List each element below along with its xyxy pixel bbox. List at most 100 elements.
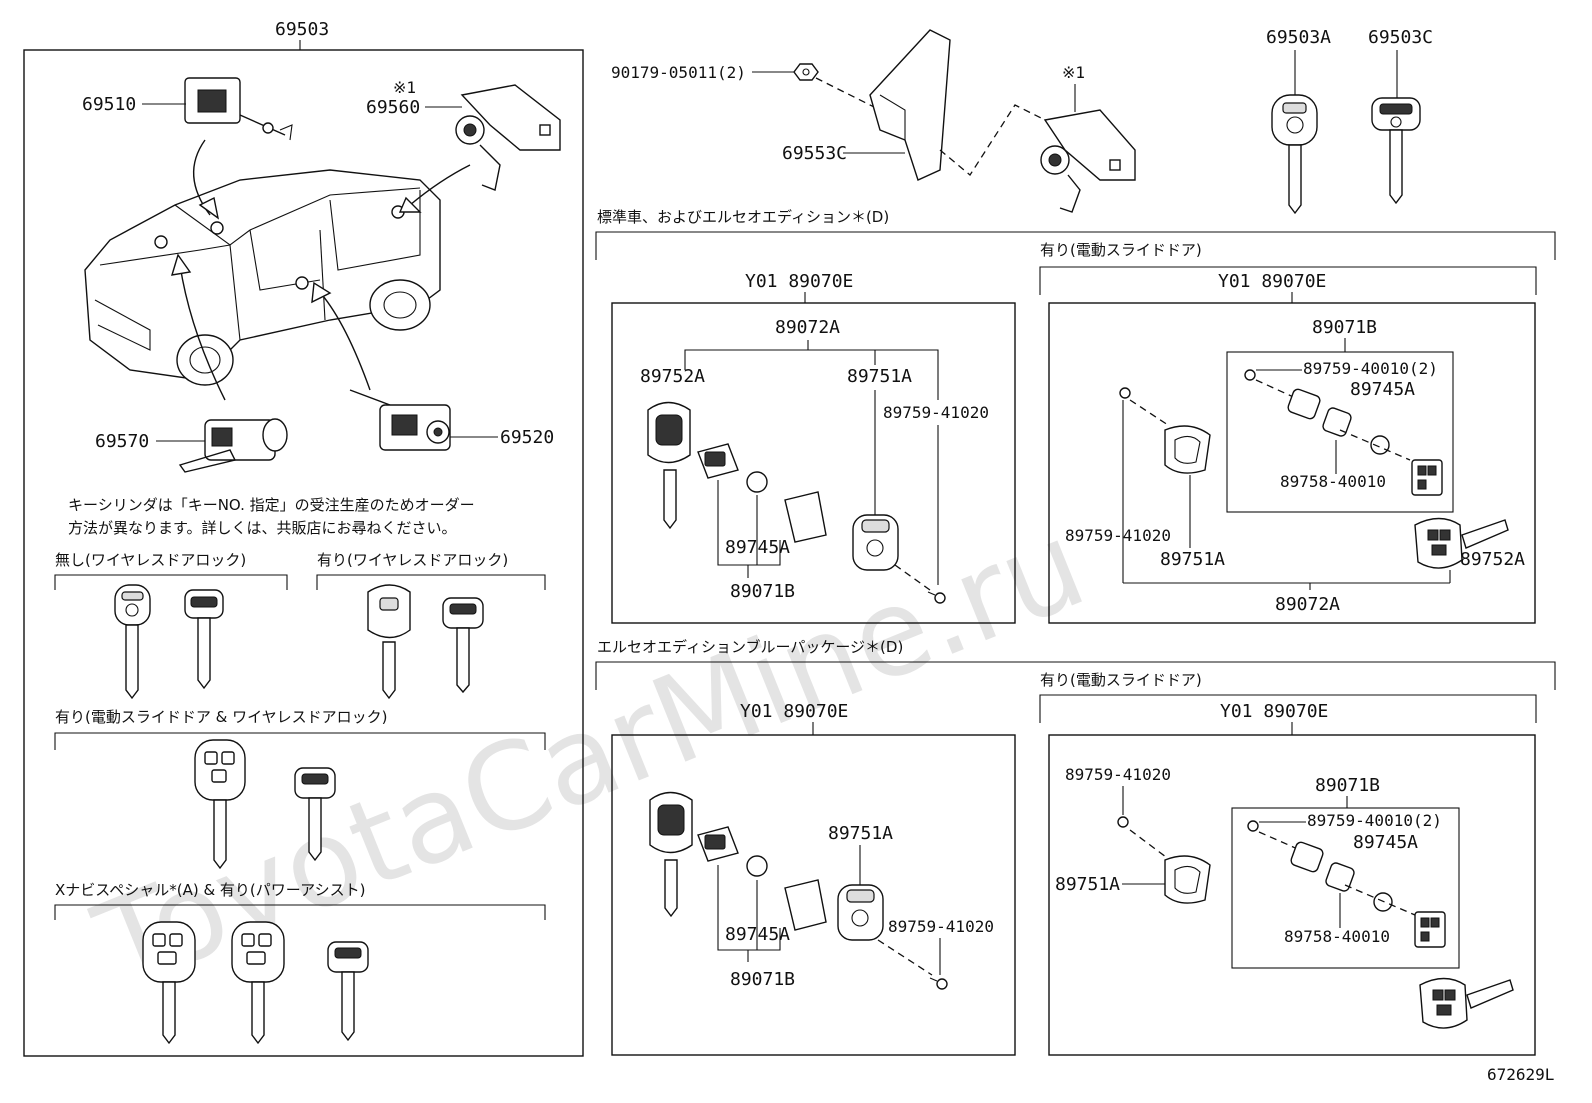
std-left-89759-41020: 89759-41020 <box>883 403 989 422</box>
blue-right-89071b: 89071B <box>1315 775 1380 796</box>
blue-left-board <box>697 826 739 862</box>
std-left-key-blank <box>647 401 691 530</box>
key-remote-head <box>367 584 411 700</box>
label-69510: 69510 <box>82 94 136 115</box>
van-illustration <box>84 139 471 401</box>
std-left-board <box>697 443 739 479</box>
std-right-89759-40010: 89759-40010(2) <box>1303 359 1438 378</box>
label-69520: 69520 <box>500 427 554 448</box>
blue-right-cover <box>1164 855 1211 904</box>
label-69560: 69560 <box>366 97 420 118</box>
std-right-89751a: 89751A <box>1160 549 1225 570</box>
key-69503c <box>1371 97 1421 205</box>
section-power-slide-wireless: 有り(電動スライドドア & ワイヤレスドアロック) <box>55 708 388 726</box>
note-line-1: キーシリンダは「キーNO. 指定」の受注生産のためオーダー <box>68 496 475 514</box>
blue-sub-header: 有り(電動スライドドア) <box>1040 671 1202 689</box>
std-left-89072a: 89072A <box>775 317 840 338</box>
key-plain-5 <box>327 941 369 1042</box>
left-group: 69503 <box>23 19 584 1057</box>
back-door-cylinder-top <box>1040 109 1136 213</box>
blue-left-screw <box>929 977 948 990</box>
blue-section: エルセオエディションブルーパッケージ＊(D) 有り(電動スライドドア) Y01 … <box>595 638 1556 1056</box>
std-right-small-screw <box>1244 369 1256 381</box>
door-lock-cylinder-front <box>184 77 293 141</box>
blue-right-battery <box>1373 892 1393 912</box>
label-69503c: 69503C <box>1368 27 1433 48</box>
key-3-button <box>194 739 246 870</box>
std-right-inner-box <box>1226 351 1454 513</box>
blue-left-cover-piece <box>784 879 827 931</box>
blue-left-battery <box>746 855 768 877</box>
blue-right-key-blank <box>1419 977 1514 1029</box>
std-right-screw <box>1119 387 1131 399</box>
key-4-button-1 <box>142 921 196 1045</box>
std-right-89758-40010: 89758-40010 <box>1280 472 1386 491</box>
label-mark-1-top: ※1 <box>1062 63 1085 82</box>
bracket-69553c <box>869 29 951 181</box>
key-plain-1 <box>114 584 151 700</box>
nut-icon <box>793 63 819 81</box>
door-lock-cylinder-rh <box>349 389 451 451</box>
std-left-box-title: Y01 89070E <box>745 271 853 292</box>
std-right-89759-41020: 89759-41020 <box>1065 526 1171 545</box>
std-left-cover-piece <box>784 491 827 543</box>
label-69570: 69570 <box>95 431 149 452</box>
std-right-key-blank <box>1414 517 1509 569</box>
standard-sub-header: 有り(電動スライドドア) <box>1040 241 1202 259</box>
std-left-89751a: 89751A <box>847 366 912 387</box>
key-69503a <box>1271 94 1318 215</box>
blue-right-89751a: 89751A <box>1055 874 1120 895</box>
blue-right-box-title: Y01 89070E <box>1220 701 1328 722</box>
std-right-cover <box>1164 425 1211 474</box>
label-69503: 69503 <box>275 19 329 40</box>
blue-right-screw <box>1117 816 1129 828</box>
blue-left-box-title: Y01 89070E <box>740 701 848 722</box>
label-69553c: 69553C <box>782 143 847 164</box>
section-with-wireless: 有り(ワイヤレスドアロック) <box>317 551 508 569</box>
ignition-cylinder <box>178 418 288 473</box>
label-90179-05011: 90179-05011(2) <box>611 63 746 82</box>
blue-section-header: エルセオエディションブルーパッケージ＊(D) <box>597 638 903 656</box>
blue-left-89071b: 89071B <box>730 969 795 990</box>
std-right-cap <box>1287 388 1321 420</box>
standard-section: 標準車、およびエルセオエディション＊(D) 有り(電動スライドドア) Y01 8… <box>595 208 1556 624</box>
top-right-group: 90179-05011(2) 69553C ※1 69503A 6950 <box>611 27 1433 215</box>
blue-left-remote-cover <box>837 884 884 941</box>
std-right-89745a: 89745A <box>1350 379 1415 400</box>
blue-right-gasket <box>1325 862 1355 892</box>
std-left-89071b: 89071B <box>730 581 795 602</box>
key-plain-2 <box>184 589 224 690</box>
blue-left-89745a: 89745A <box>725 924 790 945</box>
blue-right-89759-40010: 89759-40010(2) <box>1307 811 1442 830</box>
blue-right-small-screw <box>1247 820 1259 832</box>
note-line-2: 方法が異なります。詳しくは、共販店にお尋ねください。 <box>68 519 457 537</box>
diagram-code: 672629L <box>1487 1065 1554 1084</box>
std-right-gasket <box>1322 407 1352 437</box>
back-door-cylinder <box>455 84 561 191</box>
std-right-box <box>1048 302 1536 624</box>
std-right-board <box>1411 459 1443 496</box>
blue-right-cap <box>1290 841 1324 873</box>
std-left-89752a: 89752A <box>640 366 705 387</box>
key-4-button-2 <box>231 921 285 1045</box>
std-left-battery <box>746 471 768 493</box>
key-plain-4 <box>294 767 336 862</box>
blue-right-board <box>1414 911 1446 948</box>
blue-right-89758-40010: 89758-40010 <box>1284 927 1390 946</box>
std-left-screw <box>927 591 946 604</box>
std-right-89072a: 89072A <box>1275 594 1340 615</box>
key-plain-3 <box>442 597 484 694</box>
std-right-box-title: Y01 89070E <box>1218 271 1326 292</box>
std-left-box <box>611 302 1016 624</box>
std-right-89071b: 89071B <box>1312 317 1377 338</box>
section-x-navi: Xナビスペシャル*(A) & 有り(パワーアシスト) <box>55 881 365 899</box>
blue-right-box <box>1048 734 1536 1056</box>
standard-section-header: 標準車、およびエルセオエディション＊(D) <box>597 208 889 226</box>
std-left-remote-cover <box>852 514 899 571</box>
label-69503a: 69503A <box>1266 27 1331 48</box>
blue-right-inner-box <box>1231 807 1460 969</box>
section-no-wireless: 無し(ワイヤレスドアロック) <box>55 551 246 569</box>
std-right-89752a: 89752A <box>1460 549 1525 570</box>
blue-left-key-blank <box>649 791 693 918</box>
